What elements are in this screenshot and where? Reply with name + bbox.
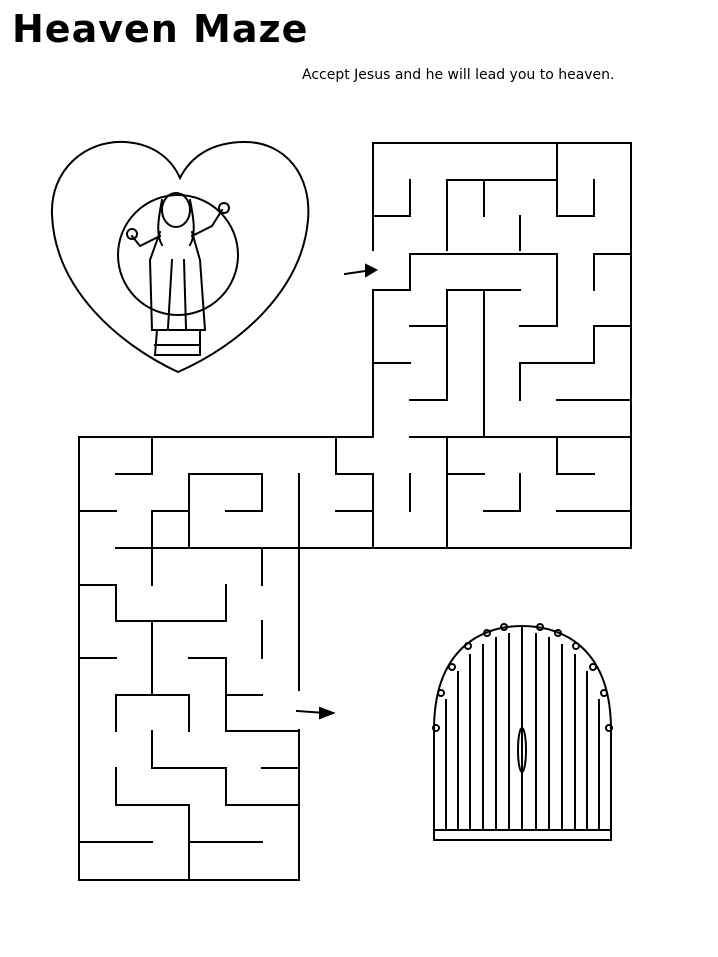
page-title: Heaven Maze (12, 7, 309, 51)
page-subtitle: Accept Jesus and he will lead you to hea… (302, 67, 615, 83)
arrow-right-icon (295, 706, 336, 720)
heart-jesus-icon (50, 140, 310, 374)
jesus-figure (126, 192, 230, 357)
heaven-gate-icon (432, 623, 613, 841)
maze (78, 142, 632, 881)
arrow-right-icon (343, 263, 379, 278)
